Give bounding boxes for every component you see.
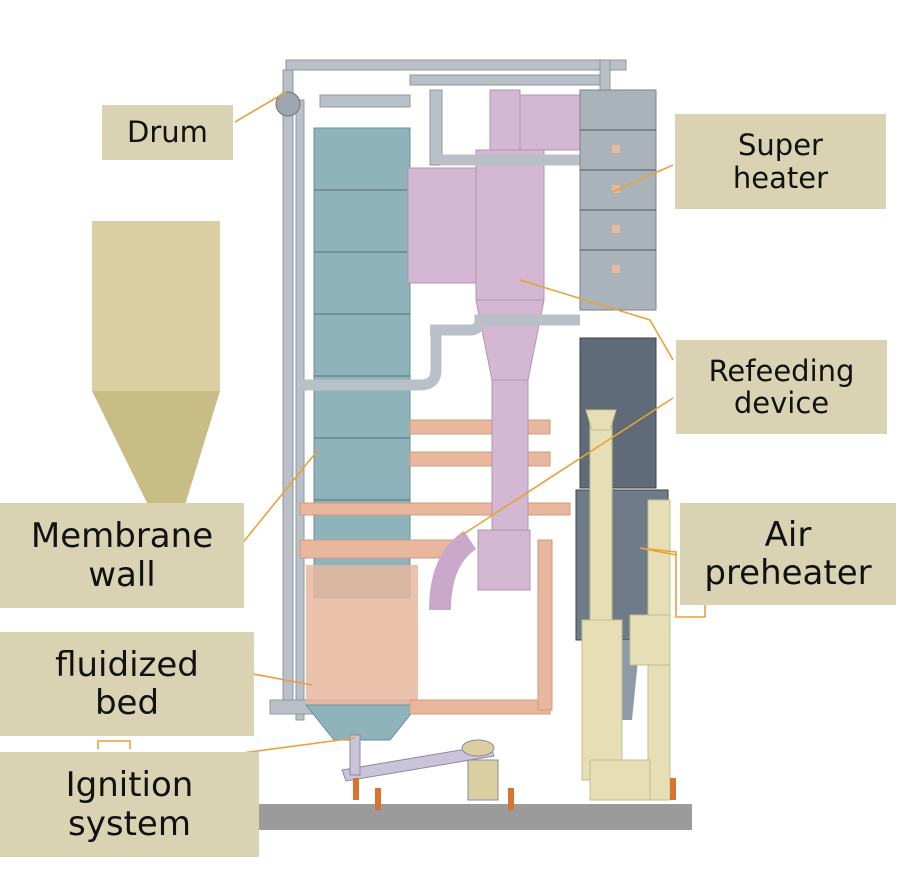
furnace-membrane-wall [304,127,420,741]
drum-vessel [275,91,301,117]
air-duct [581,409,671,801]
label-ignition-system: Ignition system [0,752,259,857]
leader-lines [97,91,706,757]
ignition-conveyor [341,734,499,801]
steam-pipes [300,154,590,391]
cyclone-separator [407,89,581,611]
label-air-preheater: Air preheater [680,503,896,605]
ground-slab [258,804,692,830]
label-membrane-wall: Membrane wall [0,503,244,608]
label-fluidized-bed: fluidized bed [0,632,254,736]
label-super-heater: Super heater [675,114,886,209]
label-refeeding-device: Refeeding device [676,340,887,434]
worker-figures [353,778,676,810]
label-drum: Drum [102,105,233,160]
coal-silo [92,221,220,515]
